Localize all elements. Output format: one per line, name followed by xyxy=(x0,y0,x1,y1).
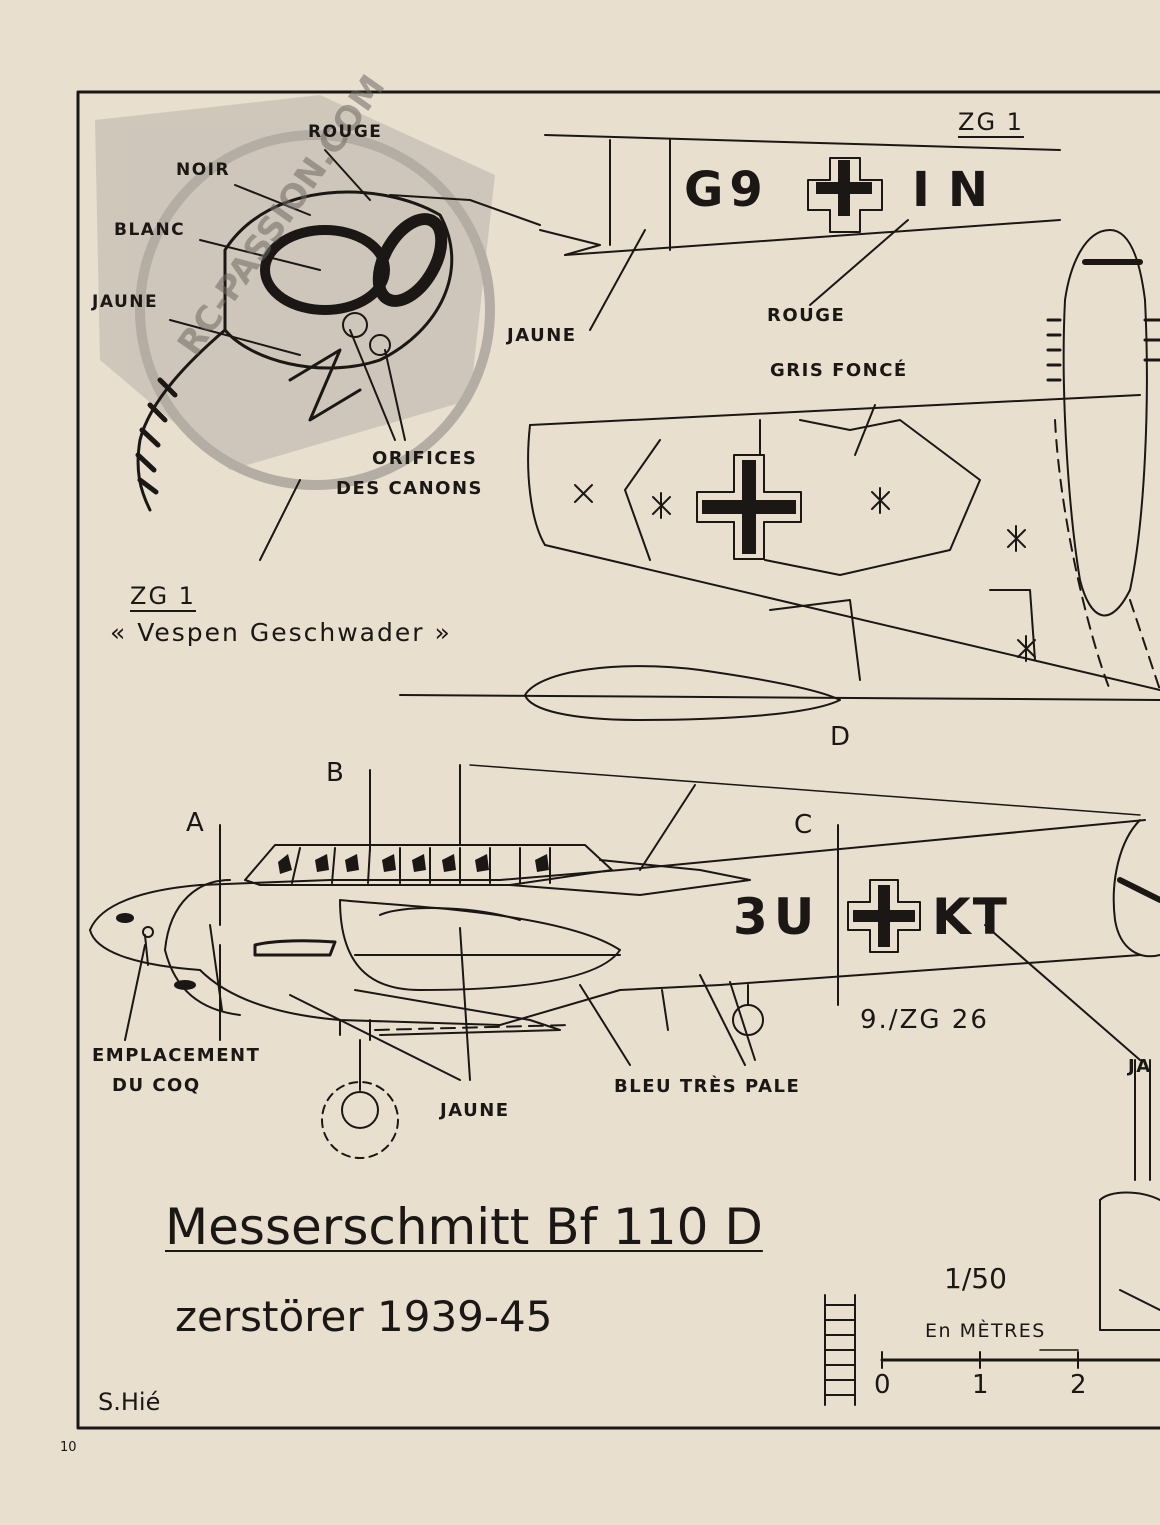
fuselage-code-left: 3U xyxy=(733,888,821,946)
fuselage-side-view xyxy=(89,764,1146,1159)
tail-partial xyxy=(1099,819,1160,1331)
label-jaune-nose: JAUNE xyxy=(92,292,159,312)
label-jaune-fuselage: JAUNE xyxy=(440,1100,510,1121)
unit-nickname: « Vespen Geschwader » xyxy=(110,618,452,647)
label-ja-partial: JA xyxy=(1128,1056,1152,1077)
label-emplacement-1: EMPLACEMENT xyxy=(92,1045,261,1066)
wing-cross-main xyxy=(702,460,796,554)
ladder-icon xyxy=(824,1294,856,1406)
label-jaune-wing: JAUNE xyxy=(507,325,577,346)
wing-code-right: IN xyxy=(912,162,1007,218)
section-label-c: C xyxy=(794,810,813,840)
watermark-stamp xyxy=(95,95,495,490)
label-gris-fonce: GRIS FONCÉ xyxy=(770,360,908,381)
wing-planform xyxy=(527,394,1160,691)
fuselage-cross xyxy=(853,885,915,947)
label-blanc: BLANC xyxy=(114,220,186,240)
page-title: Messerschmitt Bf 110 D xyxy=(165,1198,763,1256)
scale-ratio: 1/50 xyxy=(944,1262,1007,1295)
fuselage-unit-label: 9./ZG 26 xyxy=(860,1005,989,1035)
wing-code-left: G9 xyxy=(684,162,769,218)
nose-art-detail xyxy=(135,149,541,561)
top-unit-label: ZG 1 xyxy=(958,108,1024,136)
label-orifices-1: ORIFICES xyxy=(372,448,478,469)
scale-tick-1: 1 xyxy=(972,1370,989,1400)
scale-tick-0: 0 xyxy=(874,1370,891,1400)
frame-border xyxy=(76,90,1160,1430)
scale-bar xyxy=(880,1349,1160,1369)
label-noir: NOIR xyxy=(176,160,231,180)
wing-underside-strip xyxy=(539,134,1061,331)
label-rouge-nose: ROUGE xyxy=(308,122,383,142)
wing-cross-top xyxy=(816,160,872,216)
label-bleu-tres-pale: BLEU TRÈS PALE xyxy=(614,1076,801,1097)
section-label-d: D xyxy=(830,722,851,752)
unit-name: ZG 1 xyxy=(130,582,196,610)
fuselage-code-right: KT xyxy=(932,888,1009,946)
page-subtitle: zerstörer 1939-45 xyxy=(175,1292,553,1341)
page-number: 10 xyxy=(60,1440,77,1455)
section-label-a: A xyxy=(186,808,204,838)
canopy-crew-marks xyxy=(278,854,549,874)
label-emplacement-2: DU COQ xyxy=(112,1075,201,1096)
author-signature: S.Hié xyxy=(98,1388,161,1416)
label-orifices-2: DES CANONS xyxy=(336,478,484,499)
scale-caption: En MÈTRES xyxy=(925,1320,1046,1342)
airfoil-section-d xyxy=(399,665,1160,721)
scale-tick-2: 2 xyxy=(1070,1370,1087,1400)
label-rouge-wing: ROUGE xyxy=(767,305,846,326)
engine-nacelle-top xyxy=(1046,229,1160,691)
section-label-b: B xyxy=(326,758,344,788)
